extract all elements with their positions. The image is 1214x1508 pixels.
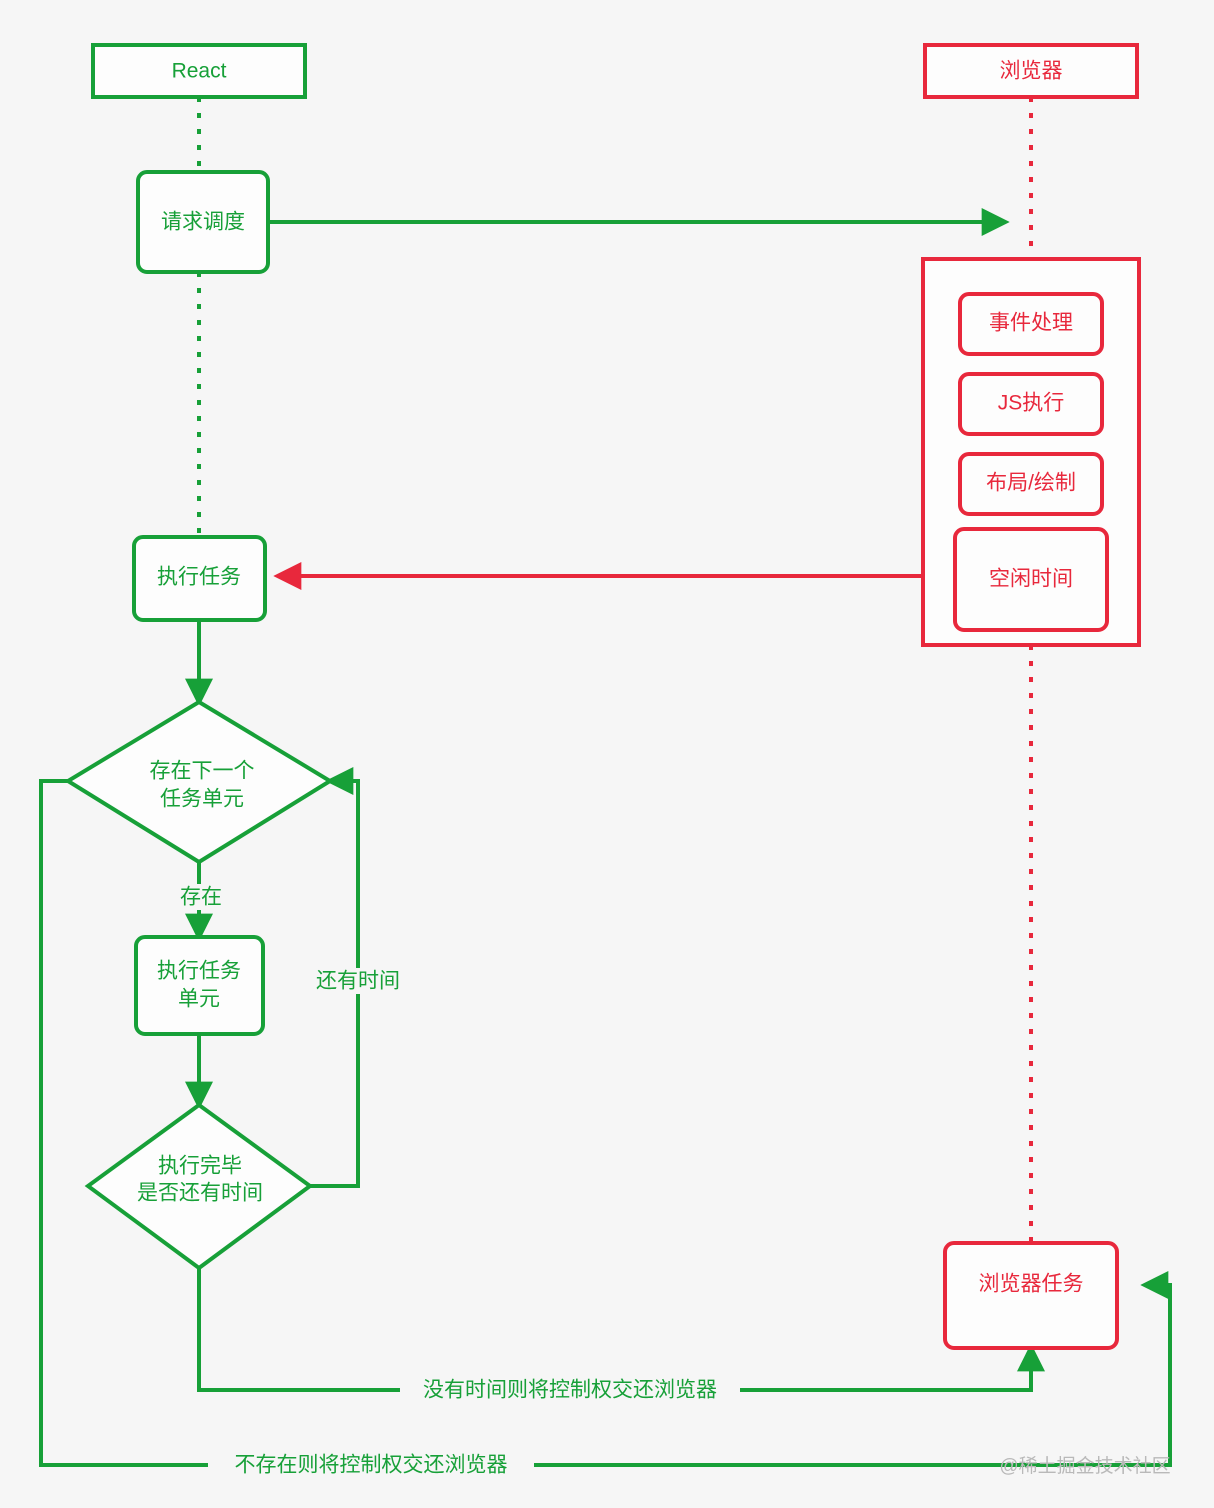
still-time-label-bg bbox=[300, 968, 416, 994]
browser-header-rect bbox=[923, 43, 1139, 99]
watermark-text: @稀土掘金技术社区 bbox=[999, 1455, 1170, 1477]
node-done-has-time: 执行完毕 是否还有时间 bbox=[84, 1102, 314, 1271]
request-schedule-rect bbox=[136, 170, 270, 274]
request-schedule-label: 请求调度 bbox=[161, 211, 245, 234]
layout-paint-label: 布局/绘制 bbox=[986, 472, 1076, 495]
idle-time-label: 空闲时间 bbox=[989, 568, 1073, 591]
event-handle-label: 事件处理 bbox=[989, 312, 1073, 335]
has-next-unit-label-line2: 任务单元 bbox=[160, 788, 244, 811]
node-idle-time: 空闲时间 bbox=[953, 527, 1109, 632]
edge-label-no-time-yield: 没有时间则将控制权交还浏览器 bbox=[400, 1376, 740, 1404]
node-browser-task: 浏览器任务 bbox=[943, 1241, 1119, 1350]
run-task-unit-rect bbox=[134, 935, 265, 1036]
node-request-schedule: 请求调度 bbox=[136, 170, 270, 274]
edge-no-time-yield bbox=[197, 1268, 1045, 1392]
node-event-handle: 事件处理 bbox=[958, 292, 1104, 356]
layout-paint-rect bbox=[958, 452, 1104, 516]
has-next-unit-label-line1: 存在下一个 bbox=[150, 760, 255, 783]
browser-task-label: 浏览器任务 bbox=[979, 1273, 1084, 1296]
node-run-task: 执行任务 bbox=[132, 535, 267, 622]
done-has-time-diamond bbox=[84, 1102, 314, 1271]
run-task-unit-label-line2: 单元 bbox=[178, 988, 220, 1011]
run-task-unit-label-line1: 执行任务 bbox=[157, 960, 241, 983]
browser-header-label: 浏览器 bbox=[1000, 60, 1063, 83]
js-exec-rect bbox=[958, 372, 1104, 436]
run-task-rect bbox=[132, 535, 267, 622]
js-exec-label: JS执行 bbox=[998, 392, 1065, 415]
not-exist-yield-label: 不存在则将控制权交还浏览器 bbox=[235, 1454, 508, 1477]
run-task-label: 执行任务 bbox=[157, 566, 241, 589]
event-handle-rect bbox=[958, 292, 1104, 356]
no-time-yield-label: 没有时间则将控制权交还浏览器 bbox=[423, 1379, 717, 1402]
has-next-unit-diamond bbox=[64, 699, 334, 865]
react-header-rect bbox=[91, 43, 307, 99]
exists-label: 存在 bbox=[180, 886, 222, 909]
node-react-header: React bbox=[91, 43, 307, 99]
node-layout-paint: 布局/绘制 bbox=[958, 452, 1104, 516]
react-header-label: React bbox=[172, 60, 227, 83]
idle-time-rect bbox=[953, 527, 1109, 632]
node-browser-header: 浏览器 bbox=[923, 43, 1139, 99]
node-has-next-unit: 存在下一个 任务单元 bbox=[64, 699, 334, 865]
edge-not-exist-yield bbox=[39, 779, 1172, 1467]
edge-label-still-time: 还有时间 bbox=[300, 968, 416, 994]
no-time-yield-label-bg bbox=[400, 1376, 740, 1404]
still-time-label: 还有时间 bbox=[316, 970, 400, 993]
exists-label-bg bbox=[170, 884, 232, 910]
done-has-time-label-line1: 执行完毕 bbox=[158, 1155, 242, 1178]
node-run-task-unit: 执行任务 单元 bbox=[134, 935, 265, 1036]
node-js-exec: JS执行 bbox=[958, 372, 1104, 436]
done-has-time-label-line2: 是否还有时间 bbox=[137, 1182, 263, 1205]
edge-label-not-exist-yield: 不存在则将控制权交还浏览器 bbox=[208, 1451, 534, 1479]
browser-task-rect bbox=[943, 1241, 1119, 1350]
edge-label-exists: 存在 bbox=[170, 884, 232, 910]
not-exist-yield-label-bg bbox=[208, 1451, 534, 1479]
